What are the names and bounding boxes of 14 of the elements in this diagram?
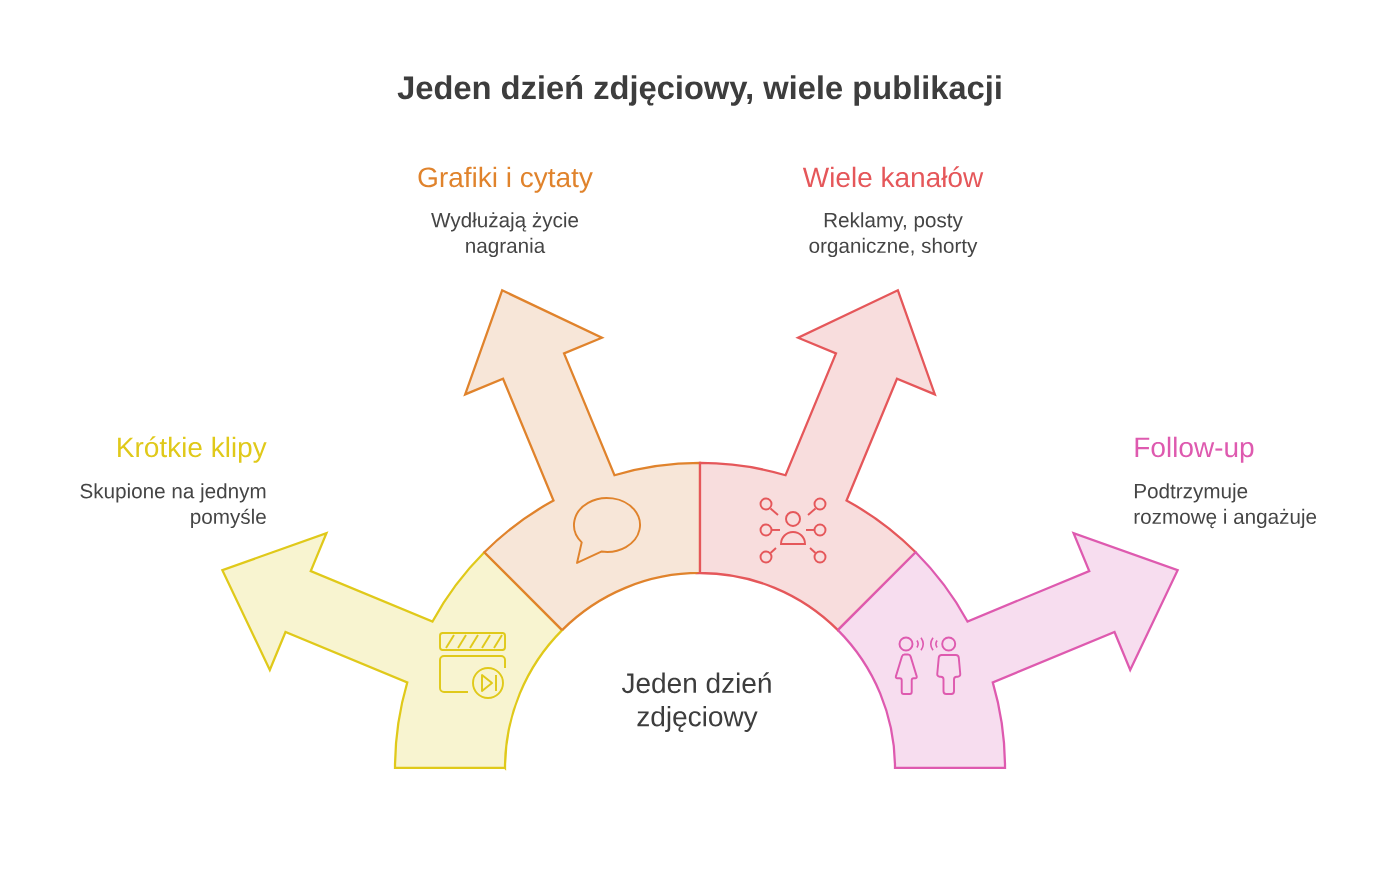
ring-segment bbox=[464, 289, 702, 632]
description: Wydłużają życie nagrania bbox=[431, 212, 579, 258]
description: Skupione na jednym pomyśle bbox=[80, 483, 266, 529]
description: Podtrzymuje rozmowę i angażuje bbox=[1134, 483, 1317, 529]
description: Reklamy, posty organiczne, shorty bbox=[809, 212, 978, 258]
heading: Krótkie klipy bbox=[118, 436, 267, 463]
title: Jeden dzień zdjęciowy, wiele publikacji bbox=[397, 75, 1001, 106]
ring-segment bbox=[698, 289, 936, 632]
ring-segment bbox=[836, 532, 1179, 770]
heading: Grafiki i cytaty bbox=[418, 166, 593, 193]
ring-segment bbox=[221, 532, 564, 770]
heading: Wiele kanałów bbox=[802, 166, 984, 188]
center-label: Jeden dzień zdjęciowy bbox=[621, 672, 771, 733]
heading: Follow-up bbox=[1135, 436, 1254, 463]
